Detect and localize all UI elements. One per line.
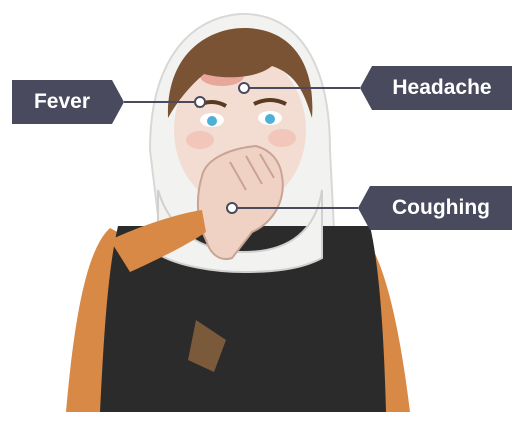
right-cheek-flush — [268, 129, 296, 147]
headache-dot — [239, 83, 249, 93]
headache-label-text: Headache — [372, 66, 512, 110]
coughing-label: Coughing — [370, 186, 512, 230]
coughing-label-text: Coughing — [370, 186, 512, 230]
headache-label: Headache — [372, 66, 512, 110]
right-iris — [265, 114, 275, 124]
headache-label-pointer — [360, 66, 372, 110]
left-iris — [207, 116, 217, 126]
fever-label-text: Fever — [12, 80, 112, 124]
coughing-dot — [227, 203, 237, 213]
fever-label-pointer — [112, 80, 124, 124]
left-cheek-flush — [186, 131, 214, 149]
fever-label: Fever — [12, 80, 112, 124]
coughing-label-pointer — [358, 186, 370, 230]
fever-dot — [195, 97, 205, 107]
